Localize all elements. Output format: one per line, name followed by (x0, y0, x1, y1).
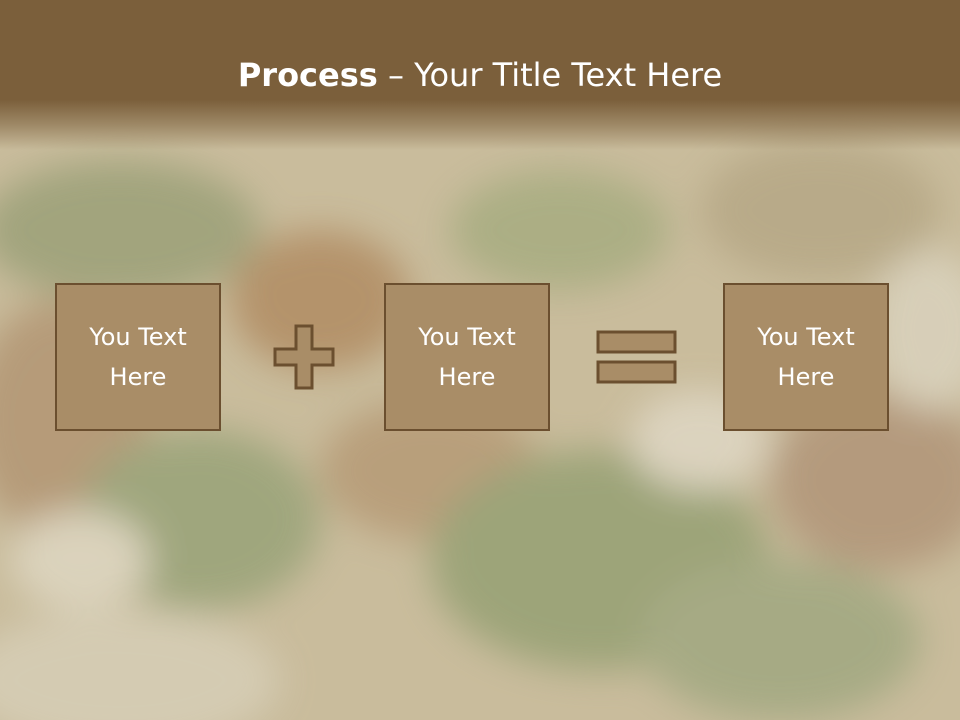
equals-icon (596, 330, 677, 384)
process-box-3-text: You Text Here (757, 323, 855, 391)
process-box-2[interactable]: You Text Here (384, 283, 550, 431)
title-rest: – Your Title Text Here (377, 56, 723, 94)
process-box-2-text: You Text Here (418, 323, 516, 391)
title-bar (0, 0, 960, 150)
slide-title: Process – Your Title Text Here (0, 50, 960, 100)
plus-icon (273, 324, 335, 390)
process-box-3[interactable]: You Text Here (723, 283, 889, 431)
process-box-1-text: You Text Here (89, 323, 187, 391)
process-box-1[interactable]: You Text Here (55, 283, 221, 431)
title-bold: Process (237, 56, 378, 94)
